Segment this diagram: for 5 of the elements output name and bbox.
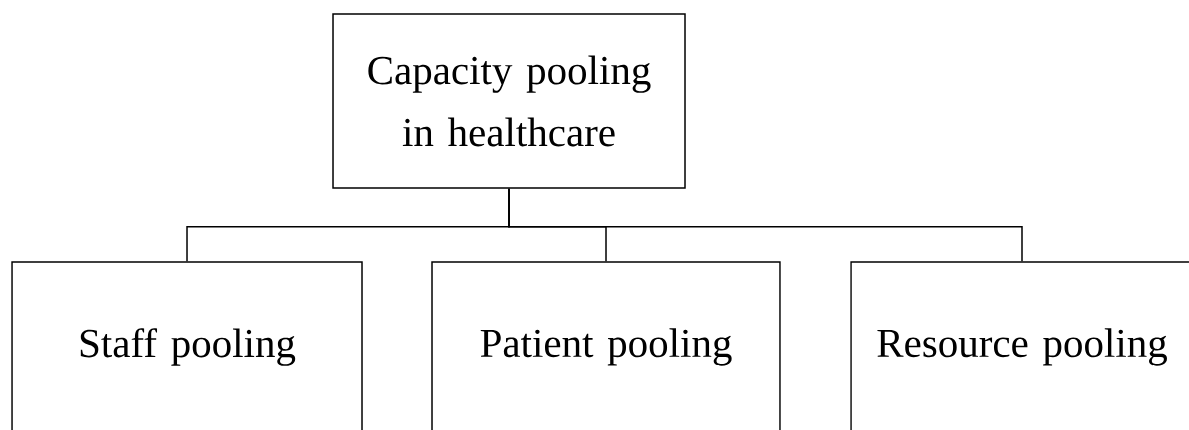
box: Patient pooling bbox=[431, 261, 781, 430]
box: Staff pooling bbox=[11, 261, 363, 430]
connector bbox=[508, 188, 1023, 262]
box: Capacity pooling in healthcare bbox=[332, 13, 686, 189]
box: Resource pooling bbox=[850, 261, 1189, 430]
